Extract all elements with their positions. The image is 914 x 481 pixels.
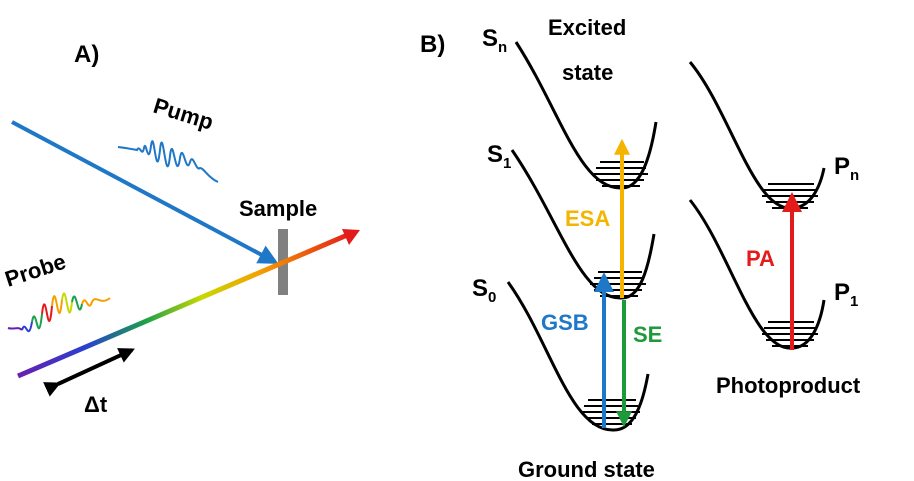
gsb-label: GSB [541, 310, 589, 335]
state-label-s1: S1 [487, 141, 511, 172]
state-label-p1: P1 [834, 279, 858, 310]
delay-label: Δt [84, 392, 108, 417]
delay-arrow [43, 348, 135, 397]
state-label-s0: S0 [472, 275, 496, 306]
excited-state-label-line1: Excited [548, 15, 626, 40]
probe-pulse-wave [7, 292, 111, 333]
probe-label: Probe [2, 249, 69, 292]
p1-potential-curve [688, 199, 826, 350]
potential-curves [506, 41, 826, 432]
excited-state-label-line2: state [562, 60, 613, 85]
pn-potential-curve [688, 61, 826, 210]
pa-label: PA [746, 246, 775, 271]
photoproduct-label: Photoproduct [716, 373, 861, 398]
state-label-pn: Pn [834, 153, 859, 184]
state-label-sn: Sn [482, 25, 507, 56]
s0-potential-curve [506, 281, 650, 432]
pump-beam-arrow [11, 120, 279, 264]
panel-a: A) Pump Sample Probe Δt [2, 41, 360, 417]
sample-label: Sample [239, 196, 317, 221]
pump-pulse-wave [117, 140, 219, 183]
panel-b: B) Excited state Ground state Photoprodu… [420, 15, 861, 481]
panel-a-label: A) [74, 41, 99, 68]
panel-b-label: B) [420, 31, 445, 58]
ground-state-label: Ground state [518, 457, 655, 481]
pump-label: Pump [151, 93, 217, 135]
se-label: SE [633, 322, 662, 347]
esa-label: ESA [565, 206, 610, 231]
probe-arrowhead [342, 229, 360, 245]
